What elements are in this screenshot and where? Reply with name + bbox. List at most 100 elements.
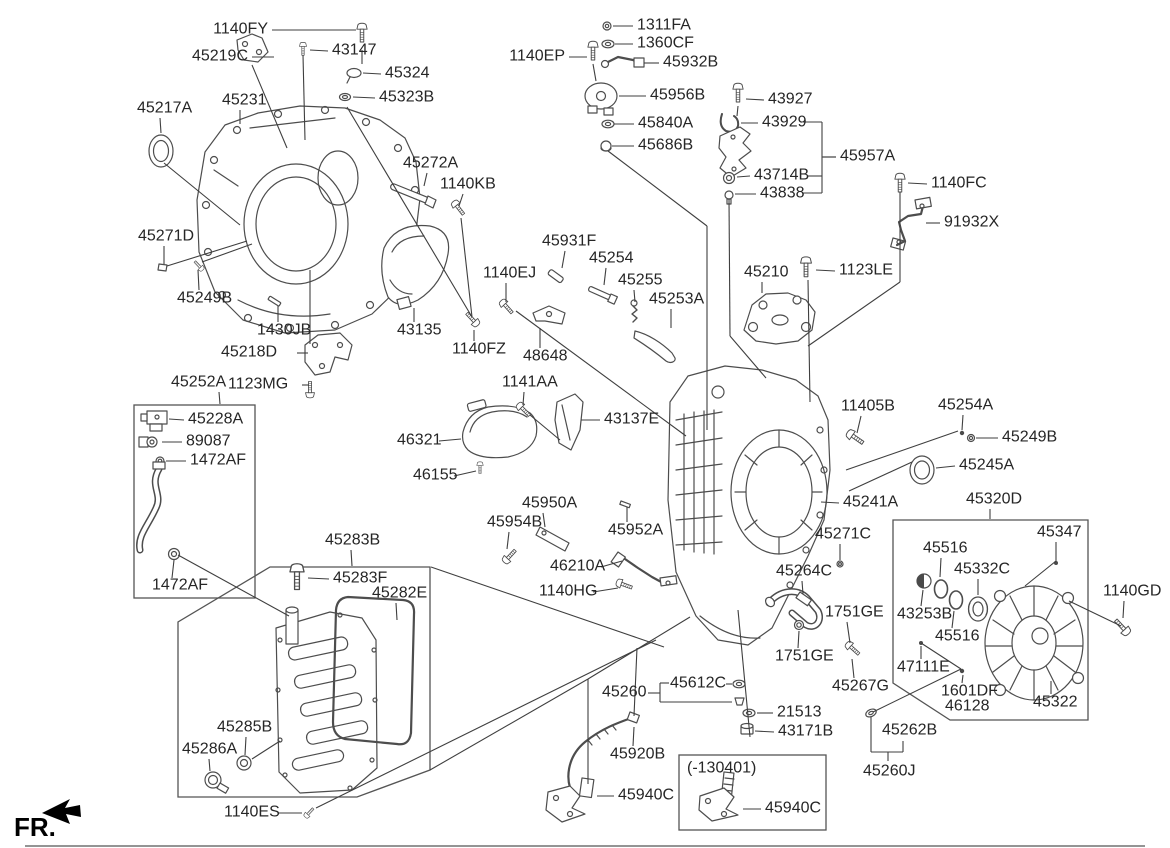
leader-line <box>846 621 851 644</box>
oring-1751ge-drawing <box>793 619 805 631</box>
leader-line <box>159 117 162 134</box>
bolt-1140fy-icon <box>356 22 368 43</box>
leader-line <box>302 54 306 141</box>
leader-line <box>438 438 462 442</box>
pin-45254a-drawing <box>959 430 965 436</box>
hose-45264c-drawing <box>764 588 823 630</box>
bolt-1140gd-icon <box>1111 616 1133 638</box>
bell-housing-drawing <box>196 105 421 334</box>
leader-line <box>856 415 862 434</box>
leader-line <box>935 465 956 469</box>
leader-line <box>592 63 597 82</box>
bolt-43147-icon <box>299 42 307 56</box>
bolt-45271c-drawing <box>836 560 844 568</box>
leader-line <box>736 175 751 178</box>
leader-line <box>395 602 398 621</box>
clip-45260-drawing <box>734 697 745 706</box>
nut-1311fa-drawing <box>602 21 612 31</box>
leader-line <box>820 501 840 504</box>
gasket-45282e-drawing <box>331 595 416 746</box>
leader-line <box>208 758 211 772</box>
leader-line <box>561 250 566 269</box>
bolt-1140fz-icon <box>463 309 482 329</box>
leader-line <box>515 310 687 437</box>
lever-45950a-drawing <box>535 526 570 552</box>
bolt-46155-icon <box>476 461 484 474</box>
leader-line <box>251 64 288 149</box>
snapring-45516-upper-drawing <box>933 579 949 599</box>
vent-hose-drawing <box>136 461 181 561</box>
leader-line <box>201 243 253 263</box>
washer-45612c-drawing <box>732 679 746 689</box>
leader-line <box>633 647 638 717</box>
leader-line <box>736 105 739 117</box>
leader-line <box>352 96 376 99</box>
ring-45323b-drawing <box>338 92 352 102</box>
lever-45253a-drawing <box>633 330 676 364</box>
fr-direction-label: FR. <box>14 812 56 842</box>
leader-line <box>429 678 589 771</box>
bolt-45283f-icon <box>289 563 305 591</box>
bracket-45957a-drawing <box>718 113 752 205</box>
leader-line <box>1068 600 1122 627</box>
leader-line <box>251 740 281 760</box>
leader-line <box>171 559 175 579</box>
washer-21513-drawing <box>742 708 756 718</box>
leader-line <box>607 150 708 227</box>
sensor-45940c-left-drawing <box>545 777 595 823</box>
leader-line <box>453 470 477 477</box>
leader-line <box>1122 600 1125 619</box>
leader-line <box>745 98 765 101</box>
vent-valve-45228a-drawing <box>140 410 168 432</box>
leader-line <box>961 414 964 431</box>
bolt-11405b-icon <box>844 427 867 448</box>
bolt-1123le-icon <box>800 256 812 278</box>
leader-line <box>728 198 731 337</box>
clip-45271d-drawing <box>157 263 168 272</box>
leader-line <box>350 549 353 567</box>
washer-1360cf-drawing <box>601 39 615 49</box>
leader-line <box>177 554 290 617</box>
leader-line <box>633 289 636 303</box>
leader-line <box>603 267 607 286</box>
leader-line <box>197 269 200 291</box>
oil-pan-drawing <box>275 606 378 794</box>
bolt-1140fc-icon <box>894 172 906 193</box>
leader-line <box>807 281 901 347</box>
leader-line <box>848 461 913 492</box>
leader-line <box>961 674 964 684</box>
clamp-45286a-drawing <box>204 771 230 794</box>
plate-43137e-drawing <box>554 393 584 451</box>
harness-45920b-drawing <box>567 711 640 800</box>
leader-line <box>851 658 855 679</box>
washer-45840a-drawing <box>601 119 615 129</box>
snapring-45516-lower-drawing <box>948 590 964 610</box>
bracket-48648-drawing <box>532 305 566 325</box>
plug-45324-drawing <box>346 67 362 84</box>
leader-line <box>430 566 665 648</box>
bolt-45954b-icon <box>500 546 519 566</box>
bracket-45218d-drawing <box>304 332 353 376</box>
leader-line <box>362 72 382 75</box>
leader-line <box>907 182 928 185</box>
box-130401 <box>678 754 827 831</box>
leader-line <box>542 512 546 528</box>
leader-line <box>845 430 959 471</box>
seal-45245a-drawing <box>909 455 935 485</box>
leader-line <box>423 172 428 187</box>
leader-line <box>166 240 248 267</box>
leader-line <box>939 557 942 578</box>
leader-line <box>522 391 525 406</box>
pin-45952a-drawing <box>619 500 631 509</box>
rod-45272a-drawing <box>390 183 437 209</box>
seal-45262b-drawing <box>865 708 877 718</box>
leader-line <box>600 560 623 568</box>
funnel-46321-drawing <box>461 399 538 459</box>
leader-line <box>309 49 329 52</box>
pin-1430jb-drawing <box>267 295 282 307</box>
side-cover-45322-drawing <box>984 585 1085 701</box>
cap-45686b-drawing <box>600 140 612 152</box>
leader-line <box>458 193 464 207</box>
